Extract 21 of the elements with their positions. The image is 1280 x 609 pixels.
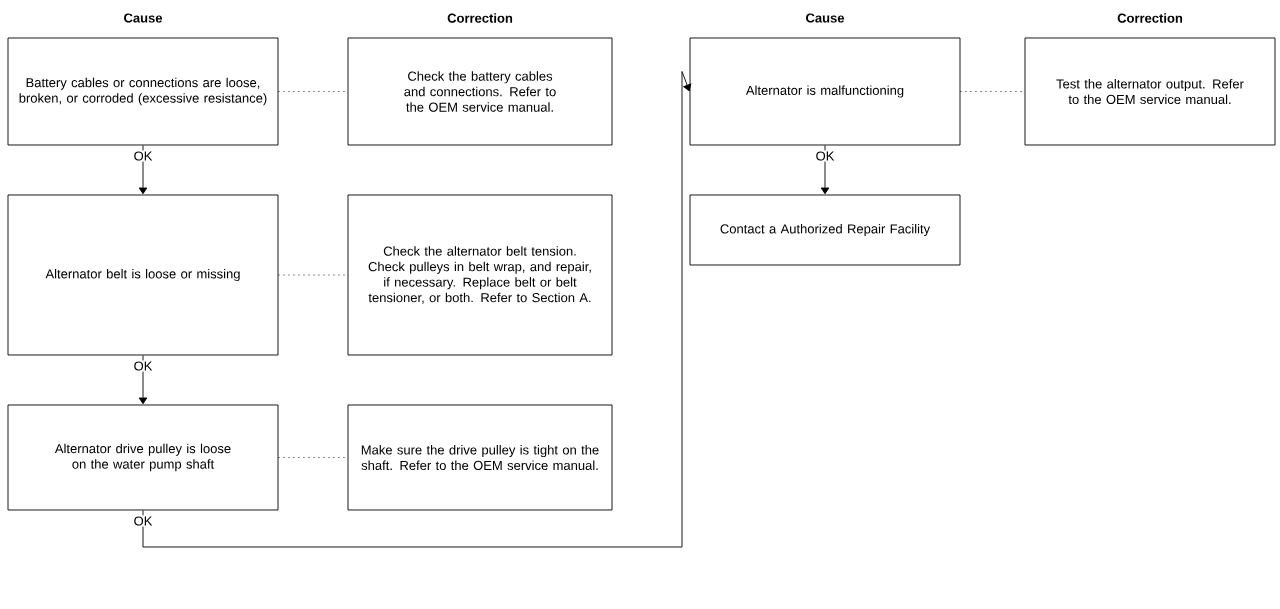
edge-label: OK — [132, 515, 154, 527]
edge-label: OK — [132, 360, 154, 372]
step-box: Contact a Authorized Repair Facility — [689, 194, 961, 266]
connector — [142, 71, 692, 548]
step-box: Alternator is malfunctioning — [689, 37, 961, 146]
step-box: Battery cables or connections are loose, broken, or corroded (excessive resistance) — [7, 37, 279, 146]
step-box: Alternator drive pulley is loose on the water pump shaft — [7, 404, 279, 511]
connector — [820, 145, 830, 195]
column-heading: Correction — [1117, 13, 1183, 23]
step-box: Alternator belt is loose or missing — [7, 194, 279, 356]
column-heading: Cause — [806, 13, 845, 23]
step-box: Check the alternator belt tension. Check pulleys in belt wrap, and repair, if necessary. Replace belt or belt tensioner, or both. Refer to Section A. — [347, 194, 613, 356]
edge-label: OK — [814, 150, 836, 162]
step-box: Check the battery cables and connections. Refer to the OEM service manual. — [347, 37, 613, 146]
edge-label: OK — [132, 150, 154, 162]
step-box: Make sure the drive pulley is tight on the shaft. Refer to the OEM service manual. — [347, 404, 613, 511]
step-box: Test the alternator output. Refer to the OEM service manual. — [1024, 37, 1276, 146]
column-heading: Correction — [447, 13, 513, 23]
column-heading: Cause — [124, 13, 163, 23]
connector — [138, 355, 148, 405]
connector — [138, 145, 148, 195]
